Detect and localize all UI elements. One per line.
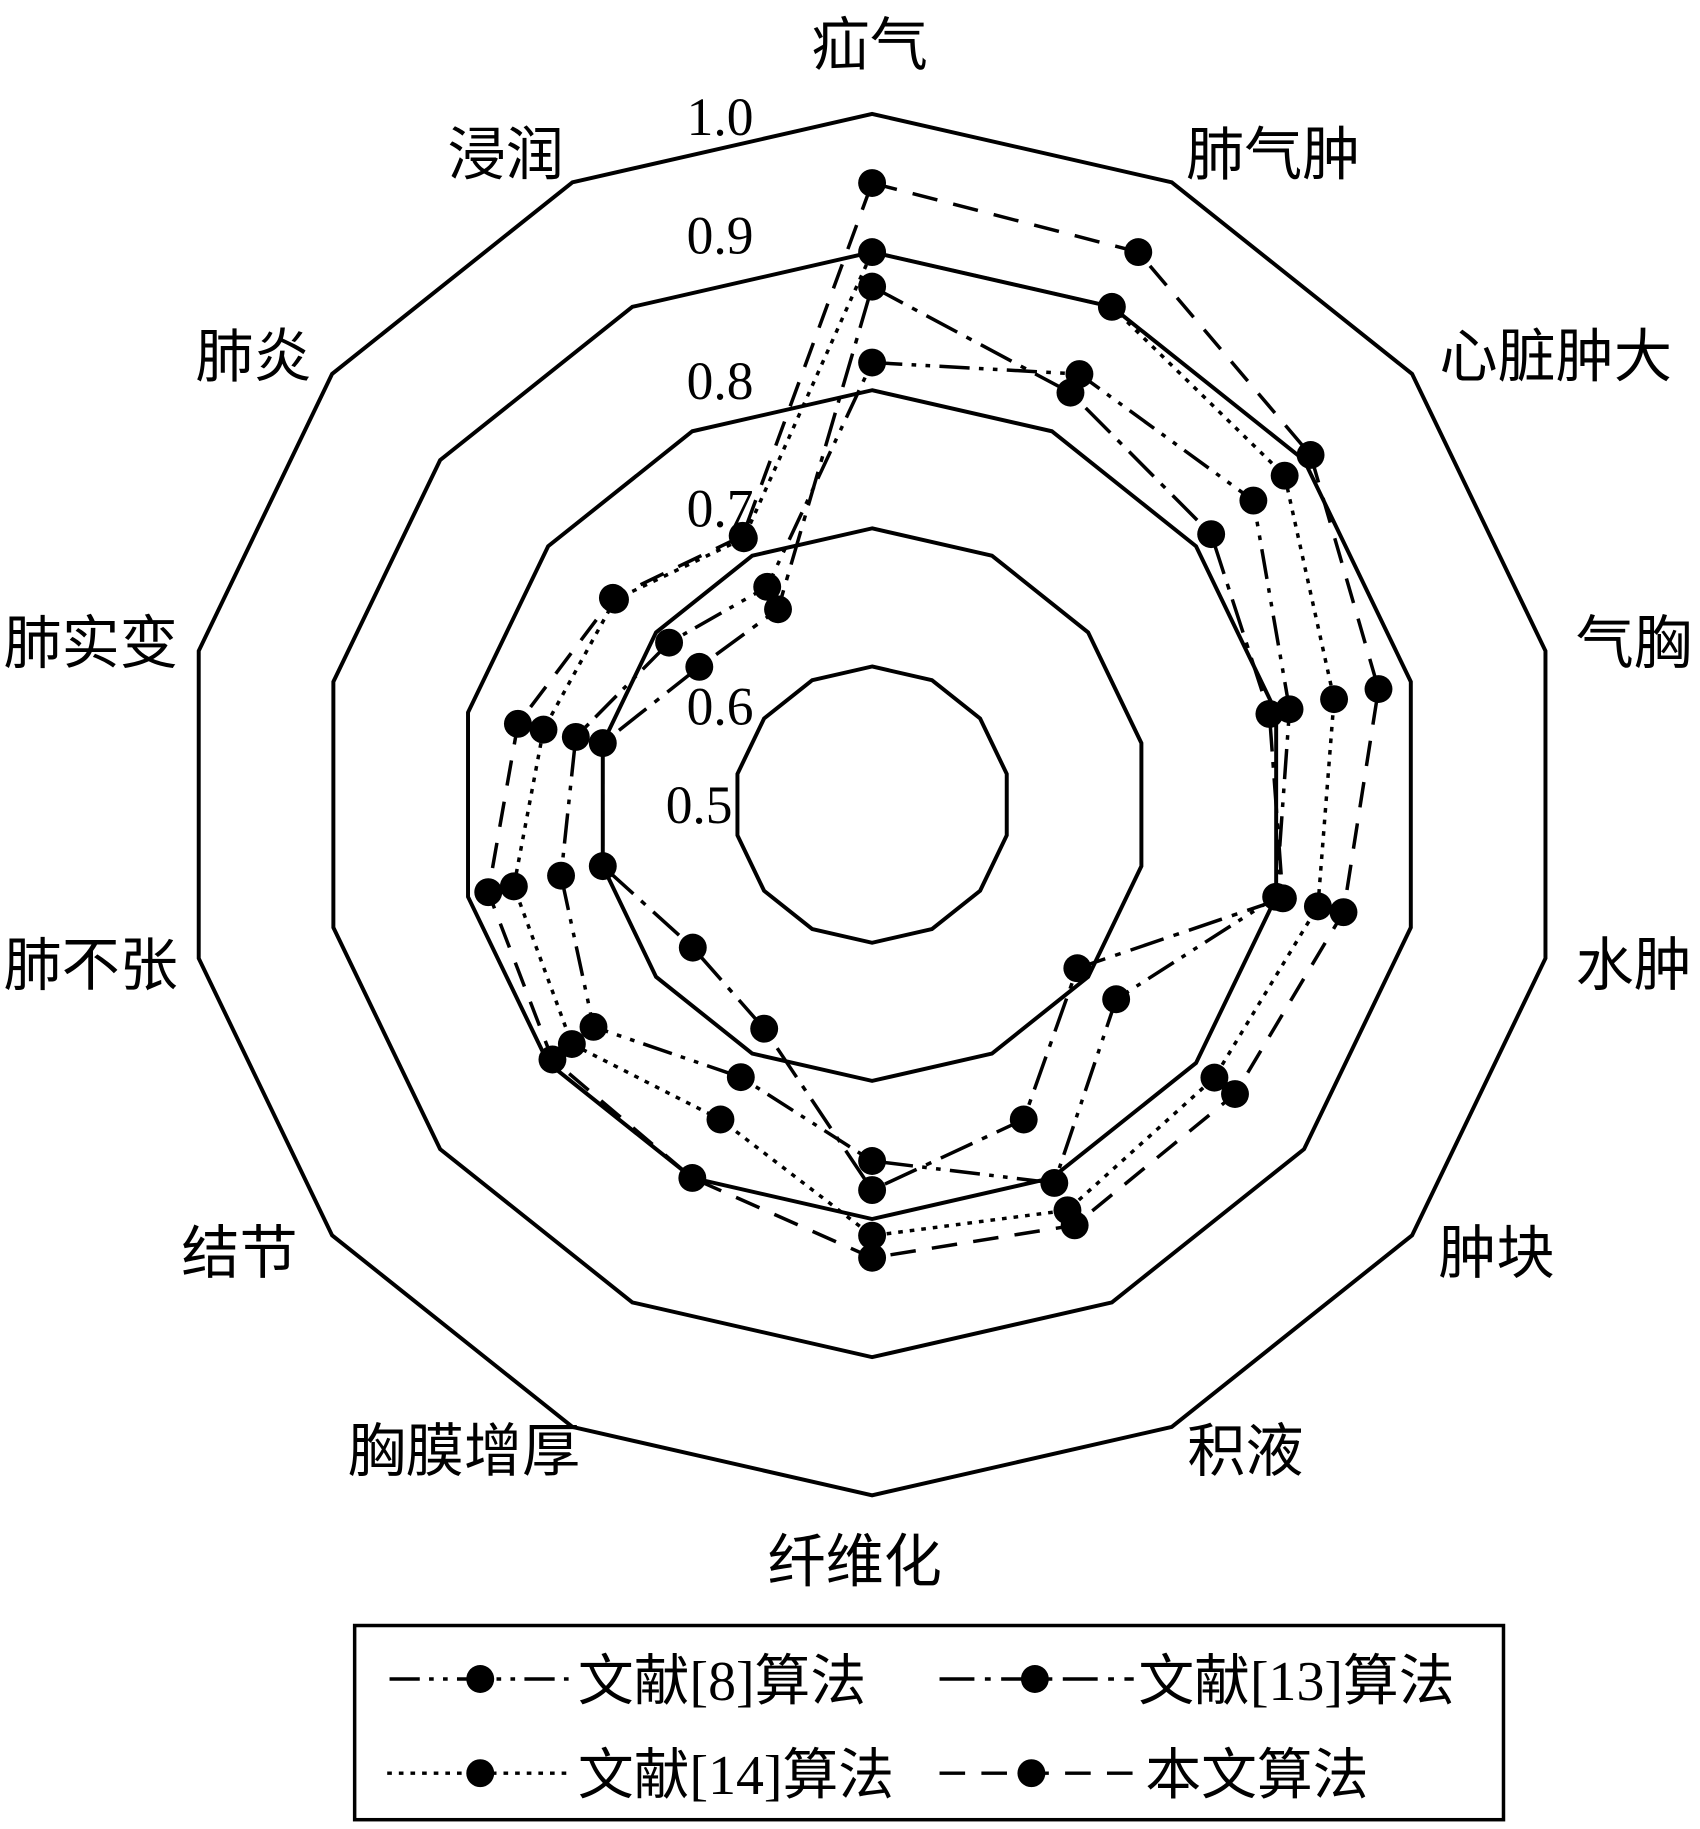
legend: 文献[8]算法 文献[13]算法 文献[14]算法 本文算法 [352, 1623, 1506, 1822]
legend-marker [1017, 1759, 1046, 1788]
data-point [750, 1014, 779, 1043]
data-point [678, 1164, 707, 1192]
radial-tick-labels: 0.50.60.70.80.91.0 [666, 87, 754, 835]
data-point [1329, 898, 1358, 927]
data-point [1009, 1105, 1038, 1134]
data-point [655, 628, 684, 657]
series-line [559, 360, 1292, 1185]
data-point [588, 729, 617, 758]
grid-ring [331, 250, 1413, 1360]
category-label: 积液 [1187, 1419, 1303, 1484]
data-point [858, 272, 887, 301]
legend-label: 文献[8]算法 [578, 1651, 866, 1713]
legend-item-series-0: 文献[8]算法 [389, 1651, 866, 1713]
tick-label: 0.9 [687, 205, 754, 265]
data-point [858, 238, 887, 267]
category-label: 结节 [181, 1221, 297, 1286]
tick-label: 0.8 [687, 351, 754, 411]
data-point [579, 1012, 608, 1041]
data-point [678, 933, 707, 962]
category-label: 浸润 [448, 122, 564, 187]
data-point [1239, 486, 1268, 515]
category-label: 心脏肿大 [1440, 325, 1673, 390]
data-point [1040, 1169, 1069, 1197]
tick-label: 1.0 [687, 87, 754, 147]
data-point [728, 521, 757, 550]
category-label: 水肿 [1576, 933, 1692, 998]
data-point [1270, 461, 1299, 490]
data-point [1303, 892, 1332, 921]
data-points [474, 169, 1393, 1272]
data-point [753, 572, 782, 601]
data-point [1268, 884, 1297, 913]
category-label: 肺不张 [4, 933, 178, 998]
data-point [764, 595, 792, 624]
legend-label: 本文算法 [1145, 1745, 1368, 1807]
grid-ring [600, 526, 1144, 1083]
data-point [547, 861, 575, 890]
data-point [598, 583, 627, 612]
data-point [858, 1221, 887, 1250]
category-label: 疝气 [812, 13, 928, 78]
data-point [726, 1063, 755, 1092]
legend-item-series-3: 本文算法 [939, 1745, 1369, 1807]
legend-marker [466, 1665, 495, 1693]
legend-item-series-1: 文献[13]算法 [939, 1651, 1455, 1713]
data-point [474, 878, 503, 907]
category-label: 纤维化 [767, 1529, 941, 1594]
data-point [1320, 685, 1349, 714]
category-label: 肺气肿 [1186, 122, 1360, 187]
radar-grid [196, 111, 1548, 1498]
grid-ring [196, 111, 1548, 1498]
data-point [858, 1176, 887, 1205]
data-point [1364, 675, 1393, 703]
data-point [1056, 378, 1085, 407]
data-point [1060, 1211, 1089, 1240]
data-point [858, 1147, 887, 1175]
grid-ring [735, 664, 1009, 945]
data-point [858, 348, 887, 377]
category-label: 肿块 [1438, 1221, 1554, 1286]
data-point [1197, 520, 1226, 549]
data-point [1255, 699, 1284, 728]
category-label: 肺炎 [195, 325, 311, 390]
data-point [1063, 954, 1092, 983]
legend-box [352, 1623, 1506, 1822]
data-point [561, 722, 590, 751]
data-point [588, 852, 617, 881]
data-point [1200, 1063, 1229, 1092]
grid-ring [466, 388, 1279, 1222]
data-point [858, 1243, 887, 1272]
category-label: 胸膜增厚 [348, 1419, 581, 1484]
data-point [1296, 441, 1325, 469]
series-line [512, 250, 1336, 1238]
legend-marker [1020, 1665, 1049, 1693]
series-line [601, 284, 1285, 1192]
data-point [1102, 985, 1131, 1014]
category-label: 肺实变 [4, 611, 178, 676]
legend-label: 文献[14]算法 [578, 1745, 894, 1807]
data-point [538, 1045, 567, 1074]
legend-marker [466, 1759, 495, 1788]
data-point [858, 169, 887, 197]
category-label: 气胸 [1576, 611, 1692, 676]
data-point [529, 715, 558, 744]
data-point [1124, 238, 1153, 267]
data-point [685, 652, 714, 681]
data-point [706, 1105, 735, 1134]
tick-label: 0.6 [687, 676, 754, 736]
data-point [1097, 292, 1126, 321]
legend-label: 文献[13]算法 [1138, 1651, 1454, 1713]
legend-item-series-2: 文献[14]算法 [387, 1745, 894, 1807]
data-point [499, 872, 528, 901]
tick-label: 0.5 [666, 775, 733, 835]
data-point [1221, 1080, 1249, 1108]
data-point [503, 709, 532, 738]
data-point [557, 1030, 586, 1058]
